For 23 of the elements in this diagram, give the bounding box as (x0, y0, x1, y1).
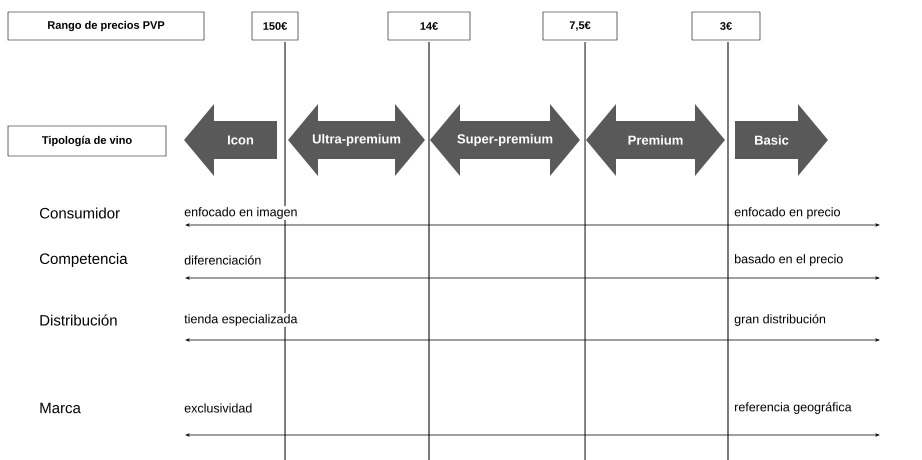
scale-end-text: gran distribución (733, 313, 827, 327)
category-banner: Premium (586, 104, 725, 176)
row-label: Consumidor (38, 206, 122, 220)
scale-end-text: enfocado en precio (733, 206, 842, 220)
row-label: Competencia (38, 252, 129, 268)
scale-end-text: referencia geográfica (733, 401, 853, 415)
price-box: 7,5€ (542, 12, 618, 40)
scale-end-text: tienda especializada (183, 313, 298, 327)
label-box: Rango de precios PVP (8, 12, 204, 40)
label-box: Tipología de vino (8, 126, 166, 156)
category-banner: Basic (735, 104, 828, 176)
price-box: 150€ (252, 12, 298, 40)
category-banner: Icon (184, 104, 277, 176)
scale-end-text: basado en el precio (733, 253, 844, 267)
price-box: 3€ (692, 12, 760, 40)
category-banner: Super-premium (430, 104, 580, 176)
row-label: Distribución (38, 313, 119, 327)
price-box: 14€ (388, 12, 470, 40)
scale-end-text: exclusividad (183, 402, 254, 414)
scale-end-text: diferenciación (183, 254, 262, 266)
scale-end-text: enfocado en imagen (183, 206, 298, 220)
category-banner: Ultra-premium (288, 104, 425, 176)
row-label: Marca (38, 402, 82, 414)
